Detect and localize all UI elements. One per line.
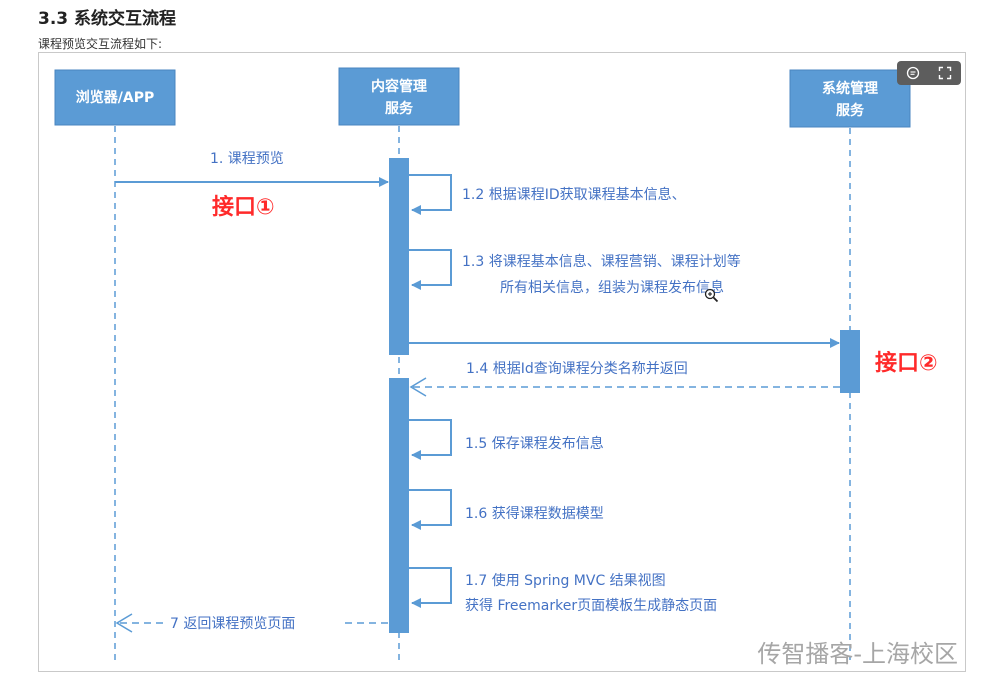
message-1-2-label: 1.2 根据课程ID获取课程基本信息、 [462, 186, 686, 203]
section-heading: 3.3 系统交互流程 [38, 9, 177, 29]
message-1-3-label-1: 1.3 将课程基本信息、课程营销、课程计划等 [462, 253, 741, 270]
comment-icon [906, 66, 920, 80]
message-1-5-label: 1.5 保存课程发布信息 [465, 435, 604, 452]
message-7-label: 7 返回课程预览页面 [170, 616, 295, 632]
activation-content-1 [389, 158, 409, 355]
self-call-1-5 [409, 419, 452, 460]
fullscreen-icon [938, 66, 952, 80]
participant-system-label-1: 系统管理 [822, 80, 878, 97]
message-1-7-label-1: 1.7 使用 Spring MVC 结果视图 [465, 572, 666, 589]
watermark: 传智播客-上海校区 [757, 640, 958, 668]
message-1-7-label-2: 获得 Freemarker页面模板生成静态页面 [465, 597, 717, 614]
message-1-4-return-head [409, 377, 427, 397]
self-call-1-6 [409, 489, 452, 530]
image-toolbar [897, 61, 961, 85]
message-1-6-label: 1.6 获得课程数据模型 [465, 505, 604, 522]
intro-text: 课程预览交互流程如下: [38, 37, 163, 51]
fullscreen-button[interactable] [934, 63, 956, 83]
message-1-4-label: 1.4 根据Id查询课程分类名称并返回 [466, 361, 688, 377]
message-1-3-label-2: 所有相关信息，组装为课程发布信息 [500, 279, 724, 296]
self-call-1-7 [409, 567, 452, 608]
participant-content-label-1: 内容管理 [371, 78, 427, 95]
activation-system [840, 330, 860, 393]
activation-content-2 [389, 378, 409, 633]
comment-button[interactable] [902, 63, 924, 83]
diagram-frame [38, 52, 966, 672]
zoom-in-cursor-icon [704, 288, 719, 303]
participant-browser [54, 69, 176, 126]
self-call-1-2 [409, 174, 452, 215]
participant-system-label-2: 服务 [836, 102, 865, 119]
interface-2-label: 接口② [875, 351, 938, 376]
participant-system [789, 69, 911, 128]
message-1-label: 1. 课程预览 [210, 151, 284, 167]
participant-content [338, 67, 460, 126]
participant-browser-label: 浏览器/APP [76, 89, 154, 106]
message-7-return-head [115, 613, 133, 633]
self-call-1-3 [409, 249, 452, 290]
participant-content-label-2: 服务 [385, 100, 414, 117]
interface-1-label: 接口① [212, 195, 275, 220]
